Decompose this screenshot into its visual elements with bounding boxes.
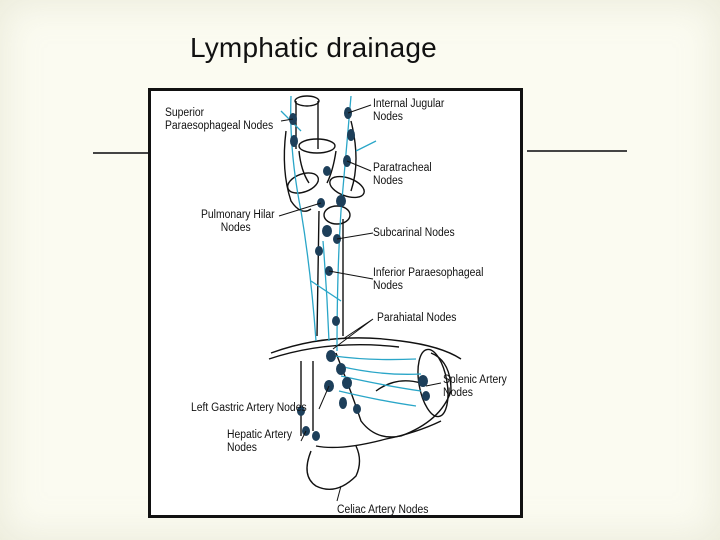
aorta-outline [300, 361, 314, 436]
label-inferior-paraesophageal: Inferior Paraesophageal Nodes [373, 267, 483, 293]
label-splenic-artery: Splenic Artery Nodes [443, 374, 507, 400]
label-paratracheal: Paratracheal Nodes [373, 162, 432, 188]
trachea-ring [298, 138, 336, 154]
label-subcarinal: Subcarinal Nodes [373, 227, 455, 240]
spleen [417, 348, 449, 418]
label-paratracheal-line1: Paratracheal [373, 162, 432, 174]
lymph-vessels [280, 95, 422, 407]
carina-ring [323, 205, 351, 225]
label-superior-paraesophageal-line1: Superior [165, 107, 205, 119]
label-celiac-artery: Celiac Artery Nodes [337, 504, 428, 517]
label-celiac-artery-text: Celiac Artery Nodes [337, 504, 429, 516]
label-hepatic-artery-line2: Nodes [227, 442, 257, 454]
trachea-top-ring [294, 95, 320, 107]
diaphragm-line-2 [268, 344, 400, 360]
label-splenic-artery-line2: Nodes [443, 387, 473, 399]
label-inferior-paraesophageal-line1: Inferior Paraesophageal [373, 267, 484, 279]
bronchus-right [329, 175, 365, 199]
trachea-lower [298, 150, 337, 184]
label-inferior-paraesophageal-line2: Nodes [373, 280, 403, 292]
pancreas-outline [315, 420, 442, 449]
label-pulmonary-hilar-line2: Nodes [220, 222, 251, 234]
bronchus-left [286, 172, 320, 194]
label-left-gastric-artery-text: Left Gastric Artery Nodes [191, 402, 307, 414]
anatomy-figure: Superior Paraesophageal Nodes Internal J… [148, 88, 523, 518]
label-superior-paraesophageal-line2: Paraesophageal Nodes [165, 120, 274, 132]
trachea-outline [295, 101, 319, 149]
label-hepatic-artery-line1: Hepatic Artery [227, 429, 293, 441]
label-hepatic-artery: Hepatic Artery Nodes [227, 429, 292, 455]
leader-lines [278, 104, 442, 502]
esophagus-lymph-diagram [268, 95, 462, 502]
label-internal-jugular-line1: Internal Jugular [373, 98, 445, 110]
divider-line-right [527, 150, 627, 152]
label-left-gastric-artery: Left Gastric Artery Nodes [191, 402, 307, 415]
diaphragm-line [270, 337, 462, 360]
divider-line-left [93, 152, 149, 154]
label-subcarinal-text: Subcarinal Nodes [373, 227, 455, 239]
stomach-fold [375, 380, 422, 392]
neck-structure-right [350, 120, 357, 192]
neck-structure-left [283, 130, 312, 212]
label-parahiatal: Parahiatal Nodes [377, 312, 456, 325]
label-pulmonary-hilar-line1: Pulmonary Hilar [201, 209, 275, 221]
label-splenic-artery-line1: Splenic Artery [443, 374, 507, 386]
duodenum-outline [306, 445, 361, 490]
label-superior-paraesophageal: Superior Paraesophageal Nodes [165, 107, 273, 133]
slide-title: Lymphatic drainage [190, 32, 437, 63]
label-internal-jugular-line2: Nodes [373, 111, 403, 123]
label-pulmonary-hilar: Pulmonary Hilar Nodes [201, 209, 275, 235]
label-parahiatal-text: Parahiatal Nodes [377, 312, 457, 324]
label-paratracheal-line2: Nodes [373, 175, 403, 187]
label-internal-jugular: Internal Jugular Nodes [373, 98, 444, 124]
